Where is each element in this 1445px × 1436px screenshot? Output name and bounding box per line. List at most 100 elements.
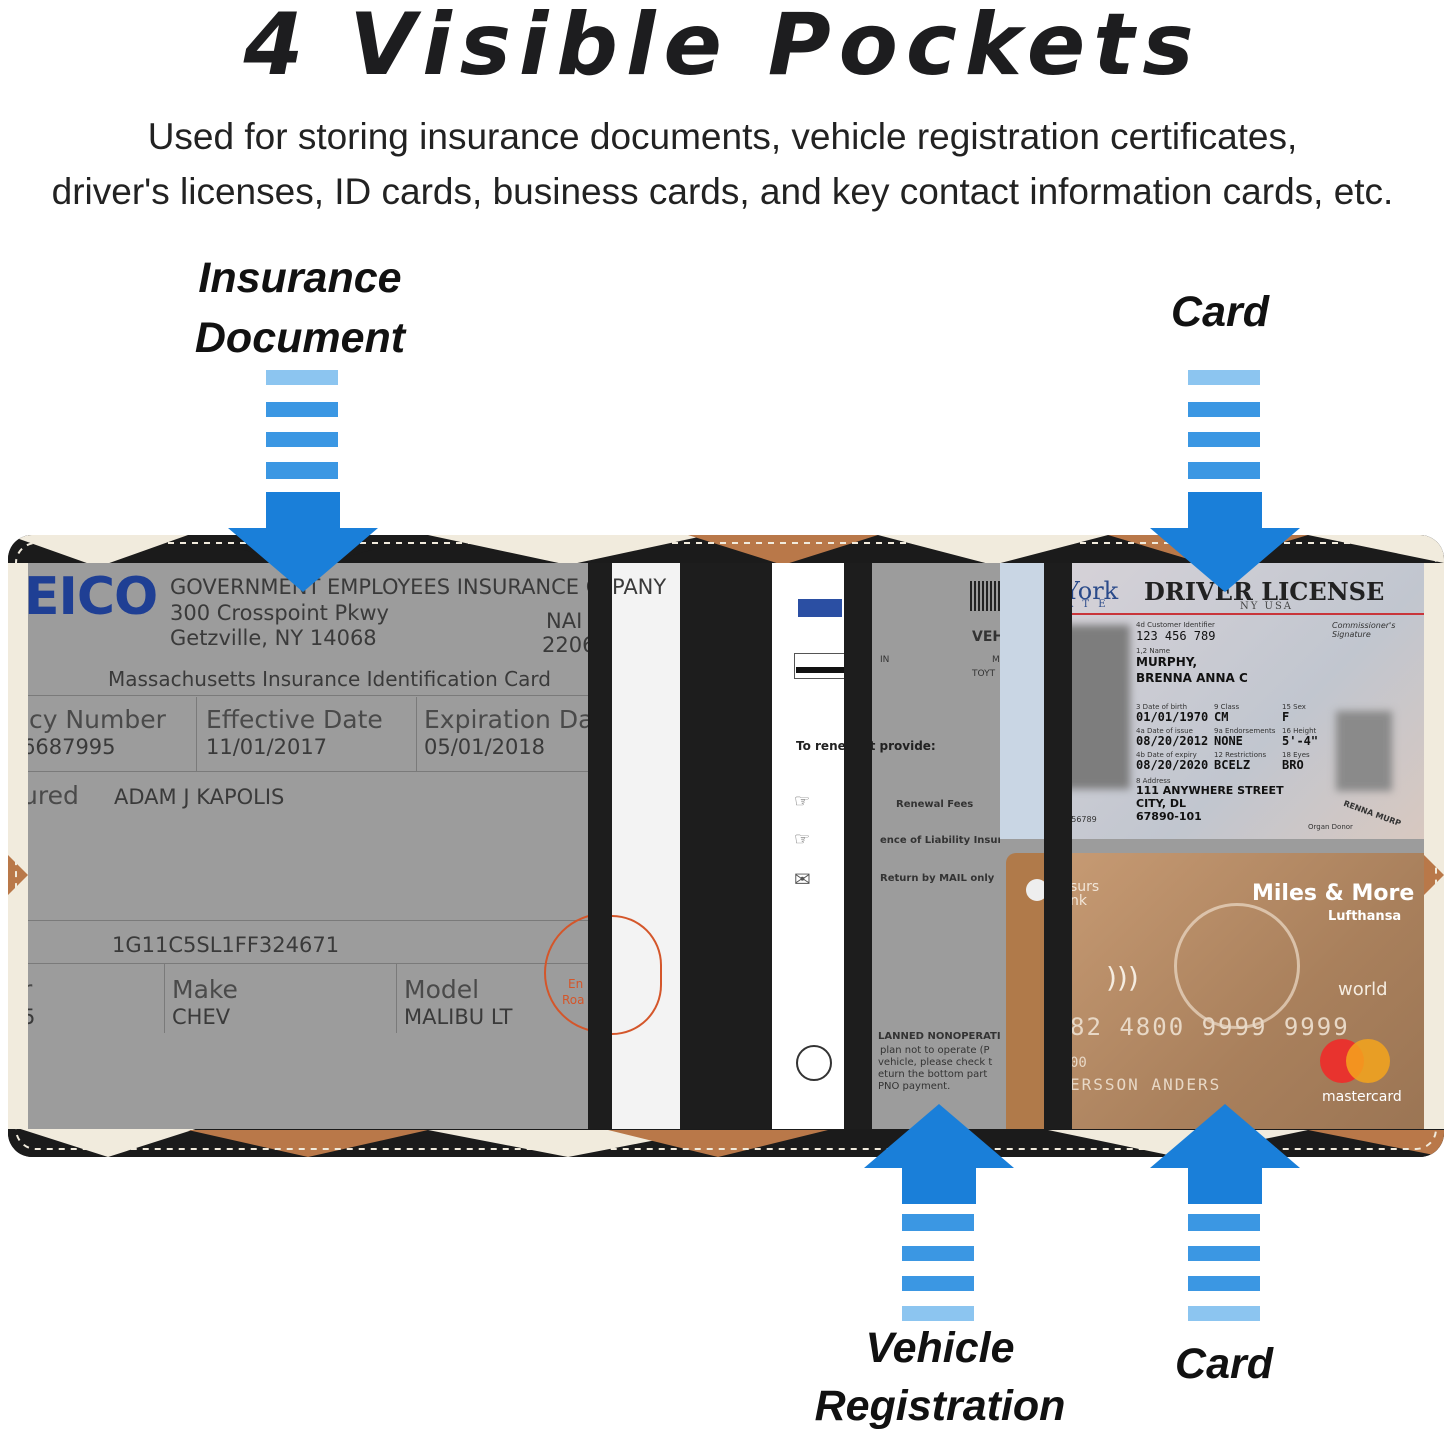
registration-bar [796, 667, 844, 673]
license-dob-label: 3 Date of birth [1136, 703, 1188, 711]
license-issue: 08/20/2012 [1136, 734, 1209, 748]
make-label: Make [172, 975, 238, 1004]
license-state-sub: A T E [1066, 599, 1109, 610]
license-dob: 01/01/1970 [1136, 710, 1209, 724]
license-class: CM [1214, 710, 1229, 724]
divider [28, 920, 588, 921]
envelope-icon: ✉ [794, 869, 811, 891]
label-vehicle-line-1: Vehicle [865, 1324, 1015, 1372]
registration-header: VEH [972, 629, 1000, 645]
license-issue-label: 4a Date of issue [1136, 727, 1193, 735]
subtitle-line-1: Used for storing insurance documents, ve… [147, 116, 1298, 157]
planned-line-5: PNO payment. [878, 1081, 951, 1092]
license-height: 5'-4" [1282, 734, 1319, 748]
model-value: MALIBU LT [404, 1005, 513, 1029]
label-vehicle-line-2: Registration [814, 1382, 1066, 1430]
license-id: 123 456 789 [1136, 629, 1216, 643]
renewal-fees: Renewal Fees [896, 799, 974, 810]
registration-window [872, 563, 1000, 1129]
dmv-logo [798, 599, 842, 617]
wallet: EICO GOVERNMENT EMPLOYEES INSURANCE COMP… [8, 535, 1444, 1157]
hand-icon: ☞ [794, 829, 811, 849]
license-expiry-label: 4b Date of expiry [1136, 751, 1197, 759]
license-address-label: 8 Address [1136, 777, 1171, 785]
divider [416, 697, 417, 771]
arrow-stripe [266, 432, 338, 447]
planned-line-2: plan not to operate (P [880, 1045, 990, 1056]
insurance-card-edge: PANY [612, 563, 680, 1129]
card-hole [1026, 879, 1048, 901]
subtitle-line-2: driver's licenses, ID cards, business ca… [51, 171, 1394, 212]
barcode [970, 581, 1000, 611]
license-ghost-photo [1336, 711, 1392, 791]
naic-label: NAI [546, 609, 583, 633]
left-elastic-strap [588, 563, 612, 1129]
card-airline: Lufthansa [1328, 909, 1402, 924]
license-address-2: CITY, DL [1136, 797, 1186, 810]
card-arrow-down-icon [1150, 492, 1300, 592]
year-value: 5 [28, 1005, 36, 1029]
label-card-bottom: Card [1175, 1340, 1273, 1388]
right-elastic-strap [1044, 563, 1072, 1129]
insurer-address-2: Getzville, NY 14068 [170, 626, 377, 650]
insurer-address-1: 300 Crosspoint Pkwy [170, 601, 389, 625]
arrow-stripe [1188, 462, 1260, 479]
registration-pocket[interactable]: ☞ ☞ ✉ VEH IN M TOYT To rene st provide: … [772, 563, 1000, 1129]
year-label: r [28, 975, 32, 1004]
center-elastic-strap [844, 563, 872, 1129]
license-height-label: 16 Height [1282, 727, 1317, 735]
registration-col-1: IN [880, 655, 890, 665]
card-side-text-2: nk [1070, 893, 1087, 909]
registration-box [794, 653, 846, 679]
label-insurance-line-2: Document [194, 314, 406, 362]
make-value: CHEV [172, 1005, 231, 1029]
roadside-badge [544, 913, 588, 1033]
policy-number: 6687995 [28, 735, 116, 759]
insurance-pocket[interactable]: EICO GOVERNMENT EMPLOYEES INSURANCE COMP… [28, 563, 588, 1129]
license-commissioner: Commissioner's Signature [1332, 621, 1396, 639]
roadside-badge-line-1: En ency [568, 977, 584, 991]
arrow-stripe [902, 1276, 974, 1291]
insurance-arrow-down-icon [228, 492, 378, 592]
organ-donor: Organ Donor [1308, 823, 1353, 831]
back-id-card [1000, 563, 1044, 839]
arrow-stripe [902, 1214, 974, 1231]
label-insurance-line-1: Insurance [198, 254, 402, 302]
contactless-icon: ))) [1106, 961, 1139, 994]
arrow-stripe [266, 370, 338, 385]
effective-date: 11/01/2017 [206, 735, 328, 759]
registration-front [772, 563, 844, 1129]
effective-date-label: Effective Date [206, 705, 383, 734]
license-restr-label: 12 Restrictions [1214, 751, 1267, 759]
license-restr: BCELZ [1214, 758, 1251, 772]
license-expiry: 08/20/2020 [1136, 758, 1209, 772]
divider [396, 963, 397, 1033]
card-brand: Miles & More [1252, 881, 1415, 906]
arrow-stripe [1188, 1276, 1260, 1291]
divider [28, 771, 588, 772]
license-name-2: BRENNA ANNA C [1136, 671, 1248, 685]
license-subtitle: NY USA [1240, 601, 1294, 612]
arrow-stripe [1188, 1306, 1260, 1321]
insurer-name: GOVERNMENT EMPLOYEES INSURANCE COMPANY [170, 575, 588, 599]
arrow-stripe [266, 462, 338, 479]
credit-card: surs nk Miles & More Lufthansa ))) world… [1066, 853, 1424, 1129]
card-ref: 00 [1070, 1055, 1087, 1071]
arrow-stripe [1188, 370, 1260, 385]
license-state: York [1064, 577, 1119, 605]
lufthansa-crane-icon [1174, 903, 1300, 1029]
policy-number-label: icy Number [28, 705, 166, 734]
license-class-label: 9 Class [1214, 703, 1240, 711]
label-card-top: Card [1171, 288, 1269, 336]
arrow-stripe [1188, 432, 1260, 447]
model-label: Model [404, 975, 480, 1004]
license-sex-label: 15 Sex [1282, 703, 1306, 711]
divider [28, 963, 588, 964]
license-name-1: MURPHY, [1136, 655, 1198, 669]
divider [164, 963, 165, 1033]
card-network: mastercard [1322, 1089, 1402, 1105]
license-eyes: BRO [1282, 758, 1304, 772]
mail-only: Return by MAIL only [880, 873, 995, 884]
mastercard-yellow-icon [1346, 1039, 1390, 1083]
vehicle-arrow-up-icon [864, 1104, 1014, 1204]
